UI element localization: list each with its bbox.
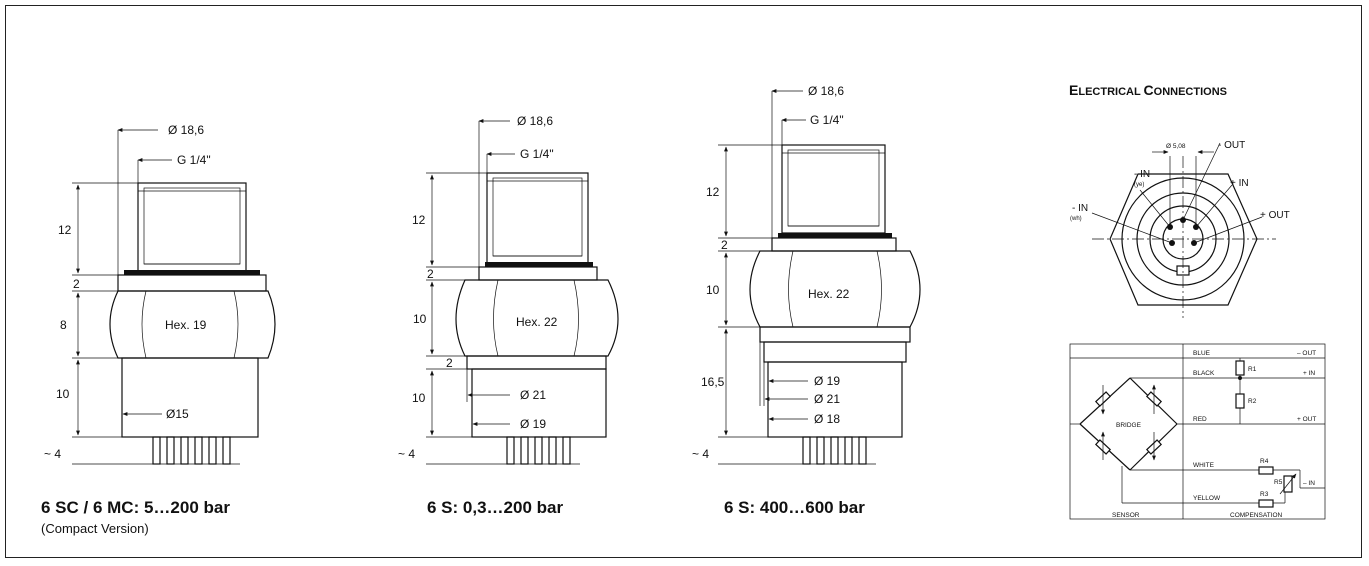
sensor-b-hex-label: Hex. 22 xyxy=(516,315,558,329)
wire-yellow-label: YELLOW xyxy=(1193,495,1221,502)
wire-blue-label: BLUE xyxy=(1193,350,1211,357)
r1-label: R1 xyxy=(1248,366,1257,373)
figure-frame xyxy=(5,5,1362,558)
sensor-c-pins xyxy=(802,436,867,465)
title-lectrical: LECTRICAL xyxy=(1078,86,1143,98)
sensor-a-dim-2: 2 xyxy=(73,277,80,291)
sensor-a-caption: 6 SC / 6 MC: 5…200 bar xyxy=(41,498,230,517)
wire-black-label: BLACK xyxy=(1193,370,1215,377)
title-onnections: ONNECTIONS xyxy=(1154,86,1227,98)
sensor-c-caption: 6 S: 400…600 bar xyxy=(724,498,865,517)
label-ye: (ye) xyxy=(1134,182,1144,188)
sensor-c-dim-165: 16,5 xyxy=(701,375,725,389)
label-plus-out: + OUT xyxy=(1260,210,1290,221)
terminal-minus-out: – OUT xyxy=(1297,350,1316,357)
label-wh: (wh) xyxy=(1070,216,1082,222)
label-minus-in-wh: - IN xyxy=(1072,203,1088,214)
sensor-b-dim-2a: 2 xyxy=(427,267,434,281)
sensor-c-dim-19: Ø 19 xyxy=(814,374,840,388)
resistor-r4 xyxy=(1258,466,1274,475)
sensor-a-drawing xyxy=(72,128,276,465)
bridge-schematic xyxy=(1069,343,1326,520)
schematic-frame xyxy=(1069,343,1326,520)
sensor-c-dim-diameter: Ø 18,6 xyxy=(808,84,844,98)
label-minus-out: - OUT xyxy=(1218,140,1245,151)
electrical-connections-title: ELECTRICAL CONNECTIONS xyxy=(1069,82,1227,98)
terminal-minus-in: – IN xyxy=(1303,480,1315,487)
sensor-a-dim-10: 10 xyxy=(56,387,70,401)
sensor-b-dim-diameter: Ø 18,6 xyxy=(517,114,553,128)
sensor-c-thread xyxy=(781,144,886,234)
pin-spacing-label: Ø 5,08 xyxy=(1166,143,1186,150)
sensor-b-dim-19: Ø 19 xyxy=(520,417,546,431)
terminal-plus-out: + OUT xyxy=(1297,416,1316,423)
sensor-a-seal xyxy=(124,270,260,275)
sensor-a-pins xyxy=(152,436,231,465)
sensor-b-thread xyxy=(486,172,589,264)
sensor-c-dim-21: Ø 21 xyxy=(814,392,840,406)
sensor-b-dim-10b: 10 xyxy=(412,391,426,405)
sensor-b-caption: 6 S: 0,3…200 bar xyxy=(427,498,563,517)
sensor-b-dim-2b: 2 xyxy=(446,356,453,370)
sensor-b-dim-12: 12 xyxy=(412,213,426,227)
sensor-a-hex xyxy=(109,290,276,359)
sensor-c-collar xyxy=(771,237,897,252)
r2-label: R2 xyxy=(1248,398,1257,405)
sensor-c-flange xyxy=(759,326,911,343)
sensor-c-dim-pin: ~ 4 xyxy=(692,447,709,461)
sensor-label: SENSOR xyxy=(1112,512,1140,519)
title-initial-e: E xyxy=(1069,82,1078,98)
title-initial-c: C xyxy=(1144,82,1154,98)
sensor-a-subcaption: (Compact Version) xyxy=(41,521,149,536)
bridge-label: BRIDGE xyxy=(1116,422,1142,429)
resistor-r3 xyxy=(1258,499,1274,508)
resistor-r2 xyxy=(1235,393,1245,409)
sensor-b-flange xyxy=(466,355,607,370)
sensor-a-dim-diameter: Ø 18,6 xyxy=(168,123,204,137)
sensor-c-dim-2: 2 xyxy=(721,238,728,252)
sensor-c-ring xyxy=(763,341,907,363)
sensor-b-dim-21: Ø 21 xyxy=(520,388,546,402)
sensor-a-dim-12: 12 xyxy=(58,223,72,237)
sensor-c-dim-18: Ø 18 xyxy=(814,412,840,426)
sensor-a-collar xyxy=(117,274,267,292)
sensor-b-dim-pin: ~ 4 xyxy=(398,447,415,461)
connector-hex-outline xyxy=(1109,173,1258,306)
sensor-c-seal xyxy=(778,233,892,238)
terminal-plus-in: + IN xyxy=(1303,370,1315,377)
sensor-a-body xyxy=(121,357,259,438)
wire-red-label: RED xyxy=(1193,416,1207,423)
sensor-b-hex xyxy=(455,279,619,357)
sensor-a-dim-body: Ø15 xyxy=(166,407,189,421)
sensor-a-dim-thread: G 1/4" xyxy=(177,153,211,167)
sensor-a-dim-8: 8 xyxy=(60,318,67,332)
sensor-a-dim-pin: ~ 4 xyxy=(44,447,61,461)
wire-white-label: WHITE xyxy=(1193,462,1215,469)
r4-label: R4 xyxy=(1260,458,1269,465)
sensor-a-hex-label: Hex. 19 xyxy=(165,318,207,332)
sensor-c-dim-10: 10 xyxy=(706,283,720,297)
r3-label: R3 xyxy=(1260,491,1269,498)
label-plus-in: + IN xyxy=(1230,178,1249,189)
compensation-label: COMPENSATION xyxy=(1230,512,1283,519)
sensor-c-dim-thread: G 1/4" xyxy=(810,113,844,127)
sensor-c-hex-label: Hex. 22 xyxy=(808,287,850,301)
sensor-b-drawing xyxy=(426,119,619,465)
sensor-a-thread xyxy=(137,182,247,272)
sensor-b-dim-10a: 10 xyxy=(413,312,427,326)
sensor-c-drawing xyxy=(718,89,921,465)
sensor-b-pins xyxy=(506,436,571,465)
r5-label: R5 xyxy=(1274,479,1283,486)
sensor-b-dim-thread: G 1/4" xyxy=(520,147,554,161)
connector-pinout xyxy=(1091,142,1276,318)
label-minus-in-ye: - IN xyxy=(1134,169,1150,180)
sensor-b-seal xyxy=(485,262,593,267)
resistor-r1 xyxy=(1235,360,1245,376)
sensor-b-collar xyxy=(478,266,598,281)
sensor-c-dim-12: 12 xyxy=(706,185,720,199)
